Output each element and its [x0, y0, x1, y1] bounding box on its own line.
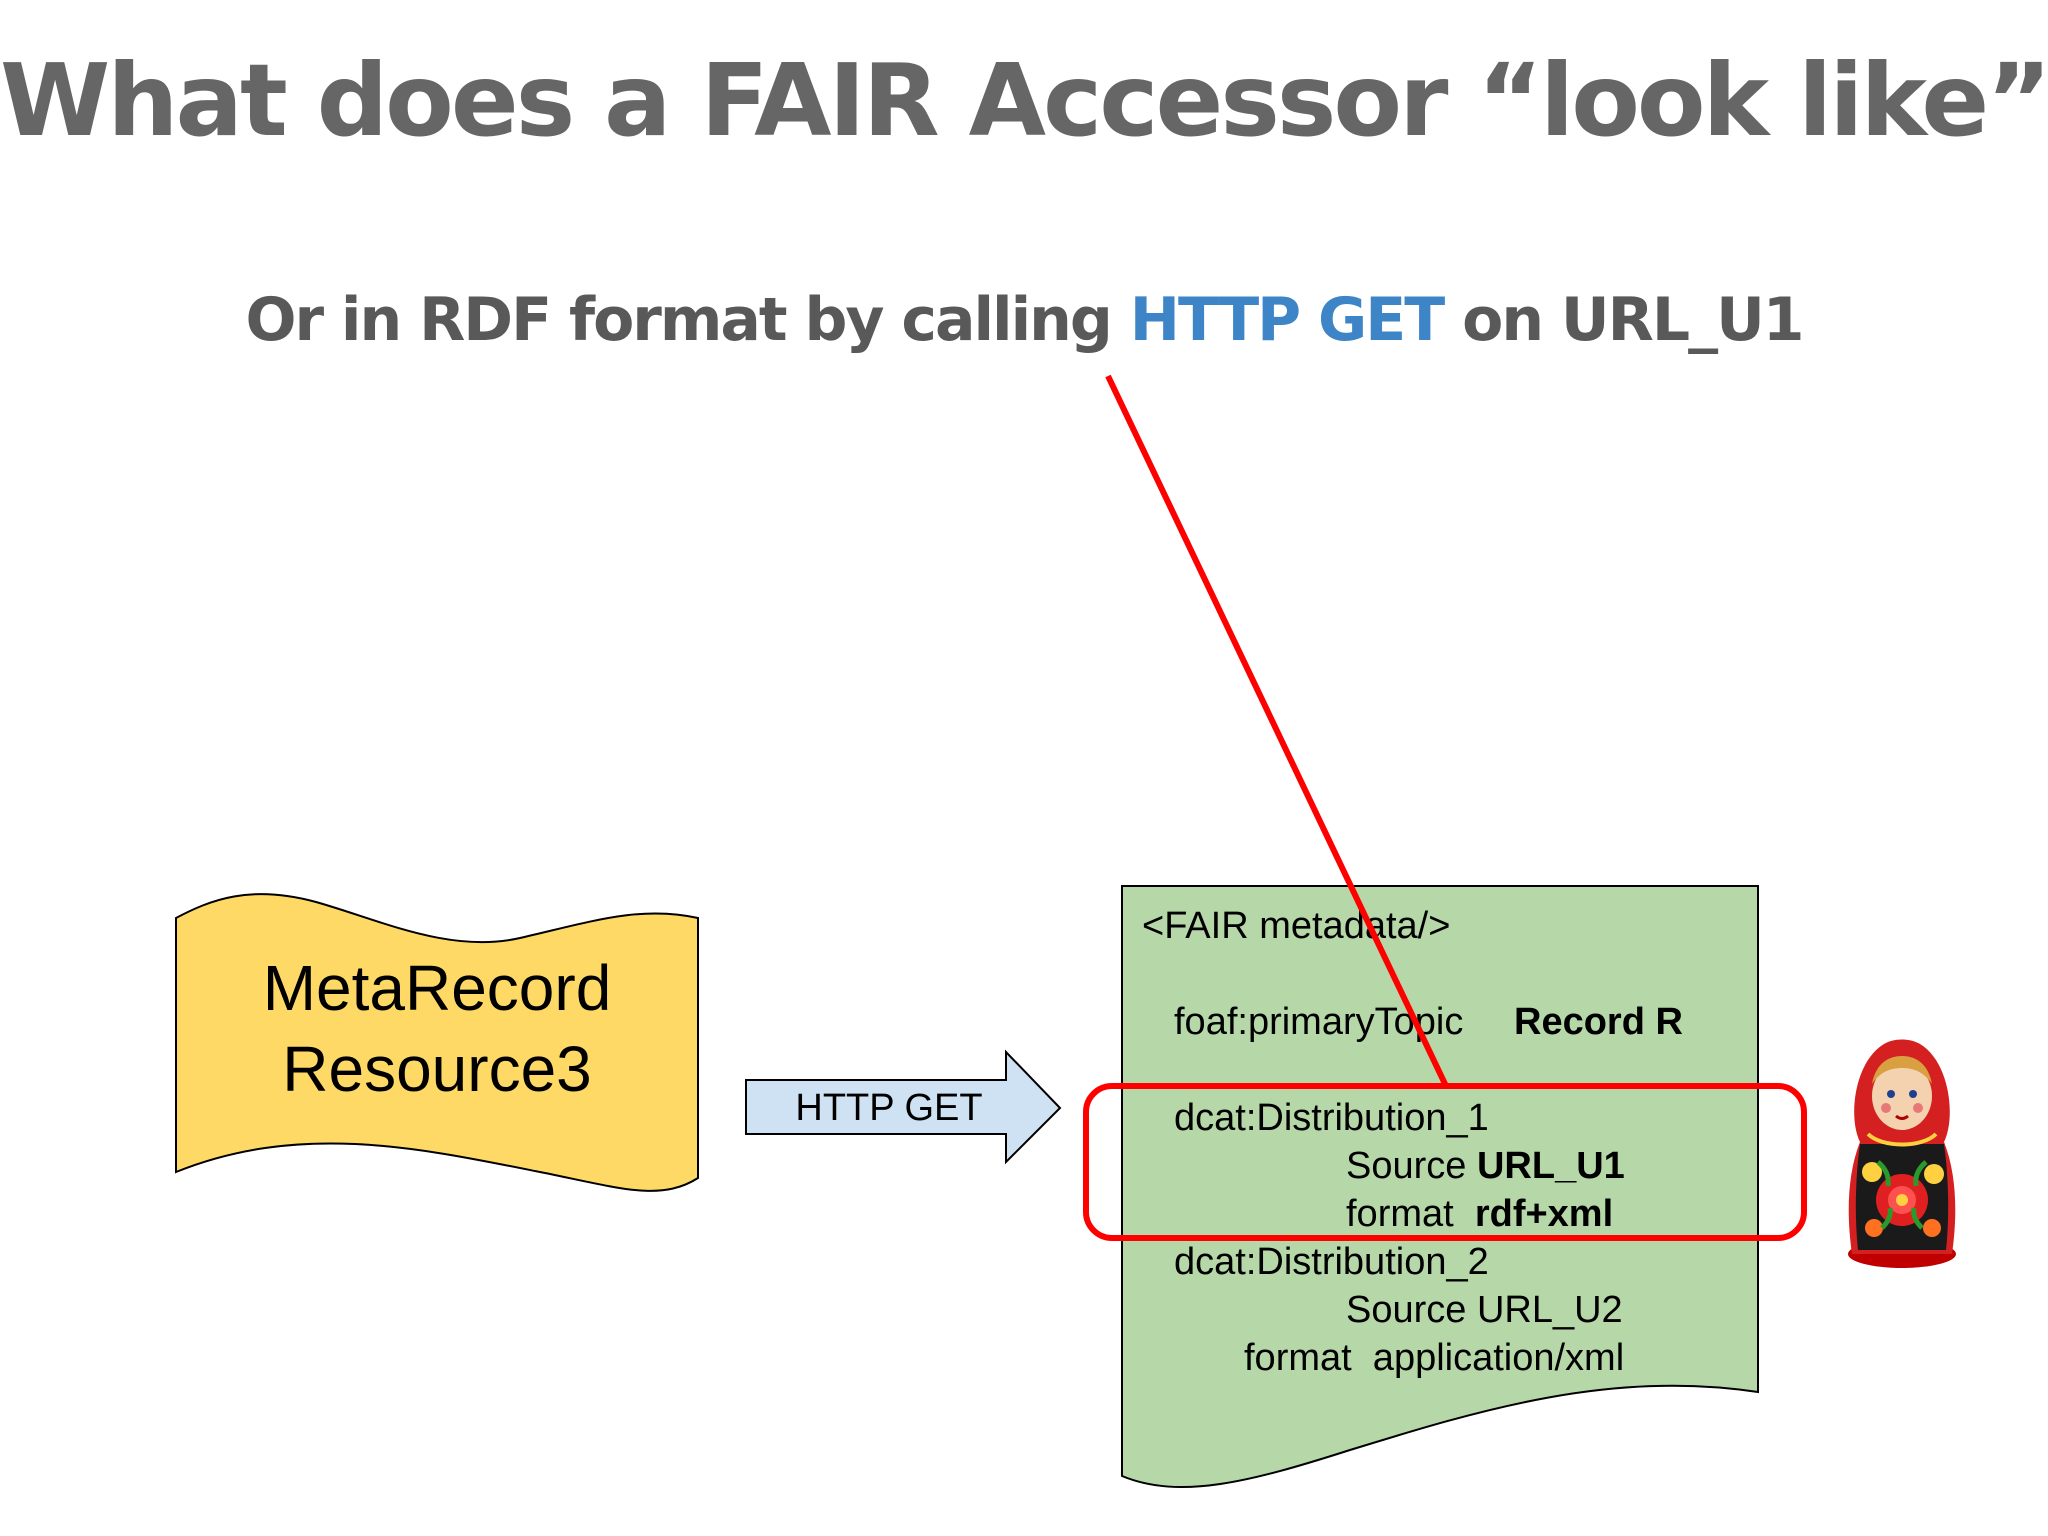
distribution-2-label: dcat:Distribution_2	[1174, 1241, 1489, 1283]
distribution-1-source: Source URL_U1	[1346, 1145, 1625, 1187]
matryoshka-doll-icon	[1848, 1039, 1956, 1268]
slide-title: What does a FAIR Accessor “look like”?	[0, 42, 2048, 159]
subtitle-http-get: HTTP GET	[1129, 285, 1445, 355]
distribution-2-source: Source URL_U2	[1346, 1289, 1623, 1331]
callout-line	[1105, 374, 1449, 1088]
distribution-1-format-key: format	[1346, 1193, 1475, 1235]
metadata-header: <FAIR metadata/>	[1142, 905, 1450, 947]
subtitle-text-after: on URL_U1	[1443, 285, 1804, 355]
distribution-1-highlight-box	[1083, 1083, 1807, 1241]
fair-metadata-document: <FAIR metadata/> foaf:primaryTopic Recor…	[1121, 885, 1759, 1489]
distribution-1-source-key: Source	[1346, 1145, 1477, 1187]
distribution-2-format: format application/xml	[1244, 1337, 1624, 1379]
metarecord-label-line2: Resource3	[282, 1033, 592, 1105]
http-get-arrow: HTTP GET	[745, 1049, 1062, 1165]
distribution-1-source-value: URL_U1	[1477, 1145, 1625, 1187]
distribution-1-format-value: rdf+xml	[1475, 1193, 1613, 1235]
primary-topic-value: Record R	[1514, 1001, 1683, 1043]
metarecord-shape: MetaRecord Resource3	[175, 893, 699, 1192]
distribution-1-label: dcat:Distribution_1	[1174, 1097, 1489, 1139]
distribution-1-format: format rdf+xml	[1346, 1193, 1613, 1235]
subtitle-text-before: Or in RDF format by calling	[245, 285, 1130, 355]
slide-subtitle: Or in RDF format by calling HTTP GET on …	[0, 285, 2048, 355]
metarecord-label-line1: MetaRecord	[263, 952, 612, 1024]
http-get-arrow-label: HTTP GET	[795, 1087, 982, 1129]
